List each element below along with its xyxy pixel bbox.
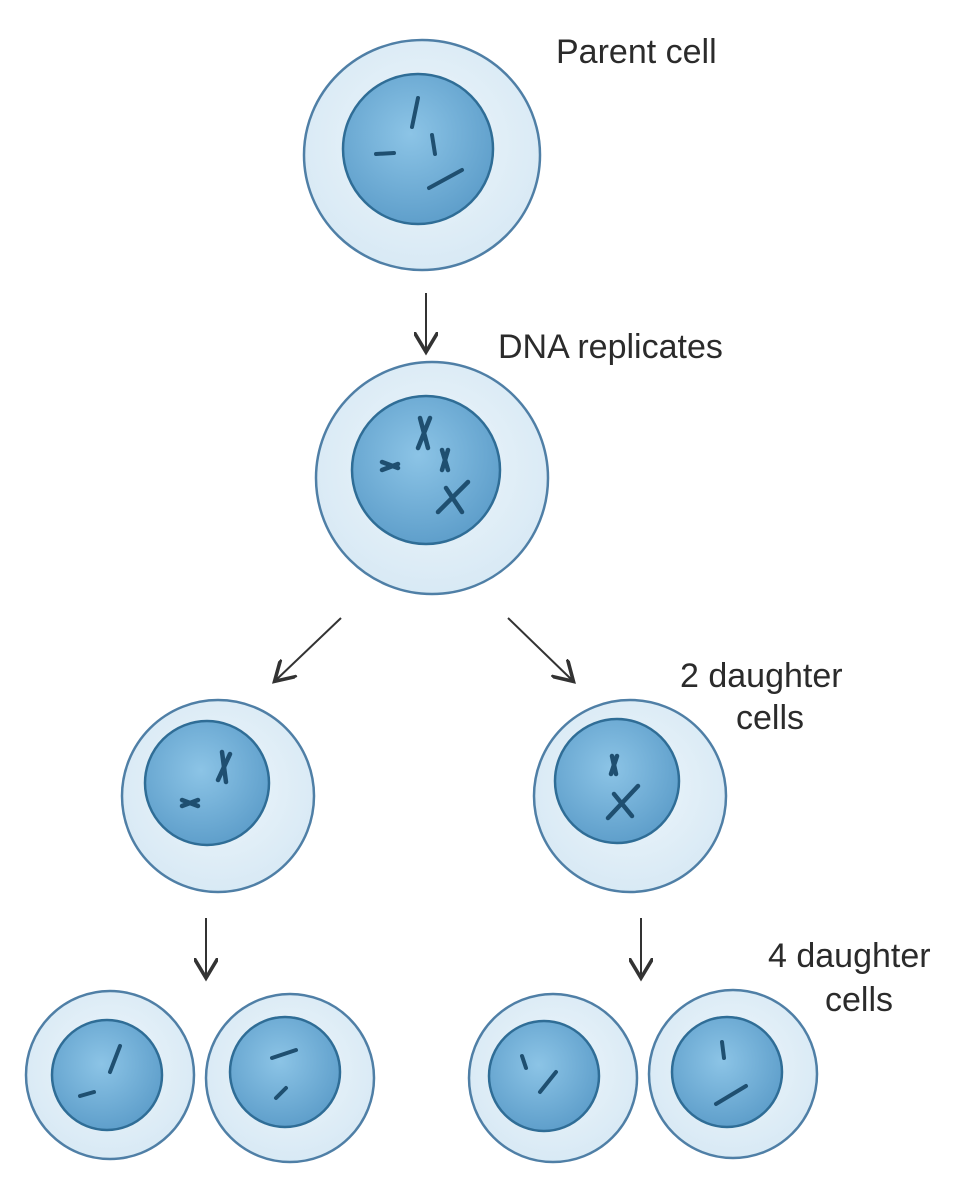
replicated-chromosomes: [379, 415, 471, 515]
parent-cell: [302, 38, 542, 272]
gamete-cell-4: [647, 988, 819, 1160]
replicated-nucleus: [350, 394, 502, 546]
arrow-right-diag: [507, 617, 572, 680]
two-daughter-label-line2: cells: [736, 699, 805, 737]
gamete-cell-3: [467, 992, 639, 1164]
arrow-left-diag: [276, 617, 342, 680]
gamete-cell-1: [24, 989, 196, 1161]
parent-cell-label: Parent cell: [556, 33, 717, 71]
four-daughter-label-line1: 4 daughter: [768, 937, 931, 975]
dna-replicates-label: DNA replicates: [498, 328, 723, 366]
four-daughter-label-line2: cells: [825, 981, 894, 1019]
daughter-cell-left: [120, 698, 316, 894]
two-daughter-label-line1: 2 daughter: [680, 657, 843, 695]
daughter-cell-right: [532, 698, 728, 894]
parent-nucleus: [341, 72, 495, 226]
replicated-cell: [314, 360, 550, 596]
daughter-left-nucleus: [143, 719, 271, 847]
parent-chromosomes: [374, 96, 464, 190]
daughter-right-nucleus: [553, 717, 681, 845]
gamete-cell-2: [204, 992, 376, 1164]
